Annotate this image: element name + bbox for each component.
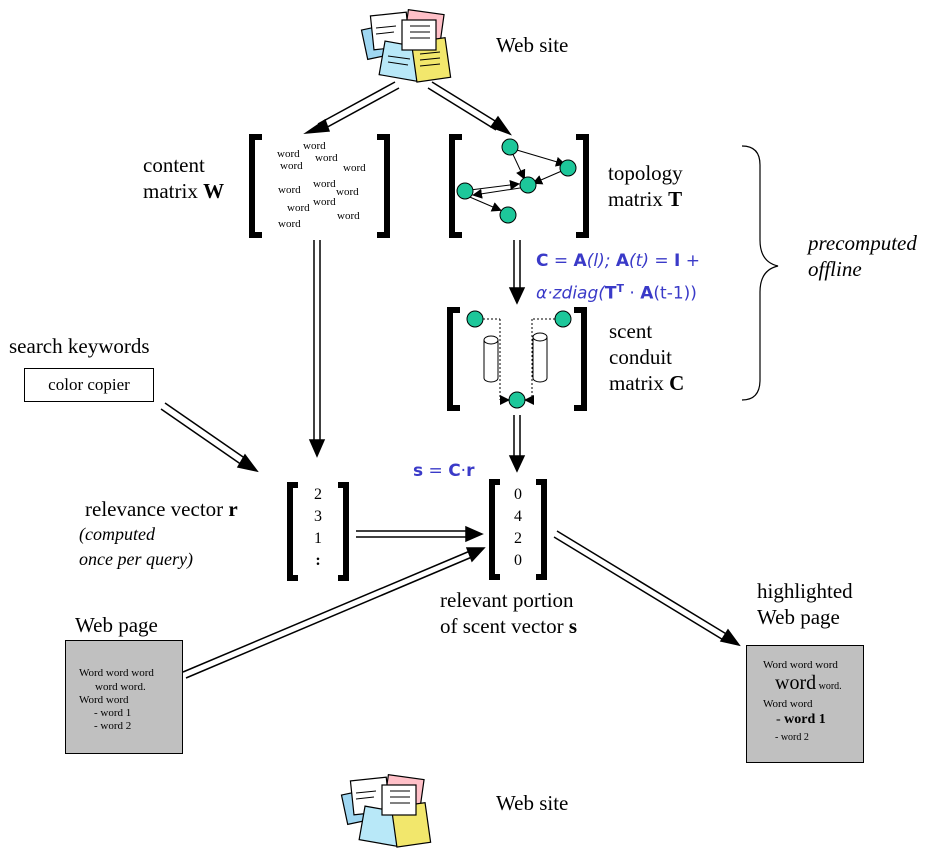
scent-conduit-drawing [466,310,572,409]
scent-value: 0 [514,486,522,503]
content-word: word [278,218,301,230]
arrow-content-to-relevance [308,240,326,458]
scent-vector-label: relevant portion of scent vector s [440,588,578,638]
scent-matrix-label: scent conduit matrix C [609,319,685,395]
search-keywords-label: search keywords [9,334,150,358]
topology-matrix-symbol: T [668,187,683,211]
scent-value: 0 [514,552,522,569]
web-page-line: - word 2 [94,720,132,732]
content-matrix-symbol: W [203,179,225,203]
highlighted-line: - word 1 [776,712,826,727]
website-label-bottom: Web site [496,791,569,815]
content-word: word [280,160,303,172]
web-page-line: Word word word [79,667,154,679]
scent-matrix-brackets [447,307,587,411]
scent-vector-brackets [489,479,547,580]
relevance-values: 2 3 1 : [302,484,334,572]
content-word: word [287,202,310,214]
highlighted-line: word word. [775,672,842,694]
web-page-line: - word 1 [94,707,132,719]
topology-matrix-brackets [449,134,589,238]
content-word: word [278,184,301,196]
arrow-webpage-to-scent [182,547,486,679]
website-icon-top [360,8,452,83]
arrow-topology-to-scent [508,240,526,305]
relevance-value: 3 [314,508,322,525]
arrow-relevance-to-scent [356,525,484,543]
relevance-vector-brackets [287,482,349,581]
arrow-site-to-content [303,81,400,134]
scent-matrix-symbol: C [669,371,685,395]
highlighted-line: - word 2 [775,732,809,743]
highlighted-page-box: Word word word word word. Word word - wo… [746,645,864,763]
web-page-line: Word word [79,694,129,706]
content-word: word [313,178,336,190]
relevance-note: (computed once per query) [79,524,193,569]
relevance-value: 1 [314,530,322,547]
web-page-title: Web page [75,613,158,637]
arrow-site-to-topology [427,81,513,136]
content-word: word [343,162,366,174]
formula-c: C = A(l); A(t) = I + α·zdiag(TT · A(t-1)… [536,251,700,304]
formula-s: s = C·r [413,461,475,481]
relevance-value: : [315,552,321,569]
topology-graph [456,138,577,224]
web-page-line: word word. [95,681,146,693]
content-matrix-brackets [249,134,390,238]
content-word: word [313,196,336,208]
content-word: word [277,148,300,160]
highlighted-line: Word word [763,698,813,710]
content-matrix-label: content matrix W [143,153,225,203]
arrow-scent-to-vector [508,415,526,473]
content-word: word [336,186,359,198]
website-label-top: Web site [496,33,569,57]
relevance-value: 2 [314,486,322,503]
search-query-box[interactable]: color copier [24,368,154,402]
website-icon-bottom [340,773,432,848]
scent-value: 4 [514,508,522,525]
arrow-search-to-relevance [160,402,259,473]
web-page-box: Word word word word word. Word word - wo… [65,640,183,754]
relevance-vector-symbol: r [228,497,238,521]
relevance-vector-label: relevance vector r [85,497,238,521]
precomputed-brace [741,145,779,401]
topology-matrix-label: topology matrix T [608,161,683,211]
content-word: word [315,152,338,164]
content-word: word [337,210,360,222]
scent-vector-symbol: s [568,614,578,638]
scent-vector-values: 0 4 2 0 [503,484,533,572]
precomputed-label: precomputed offline [808,231,917,281]
highlighted-line: Word word word [763,659,838,671]
scent-value: 2 [514,530,522,547]
highlighted-page-title: highlighted Web page [757,579,853,629]
content-word: word [303,140,326,152]
arrow-scent-to-highlighted [553,530,741,647]
